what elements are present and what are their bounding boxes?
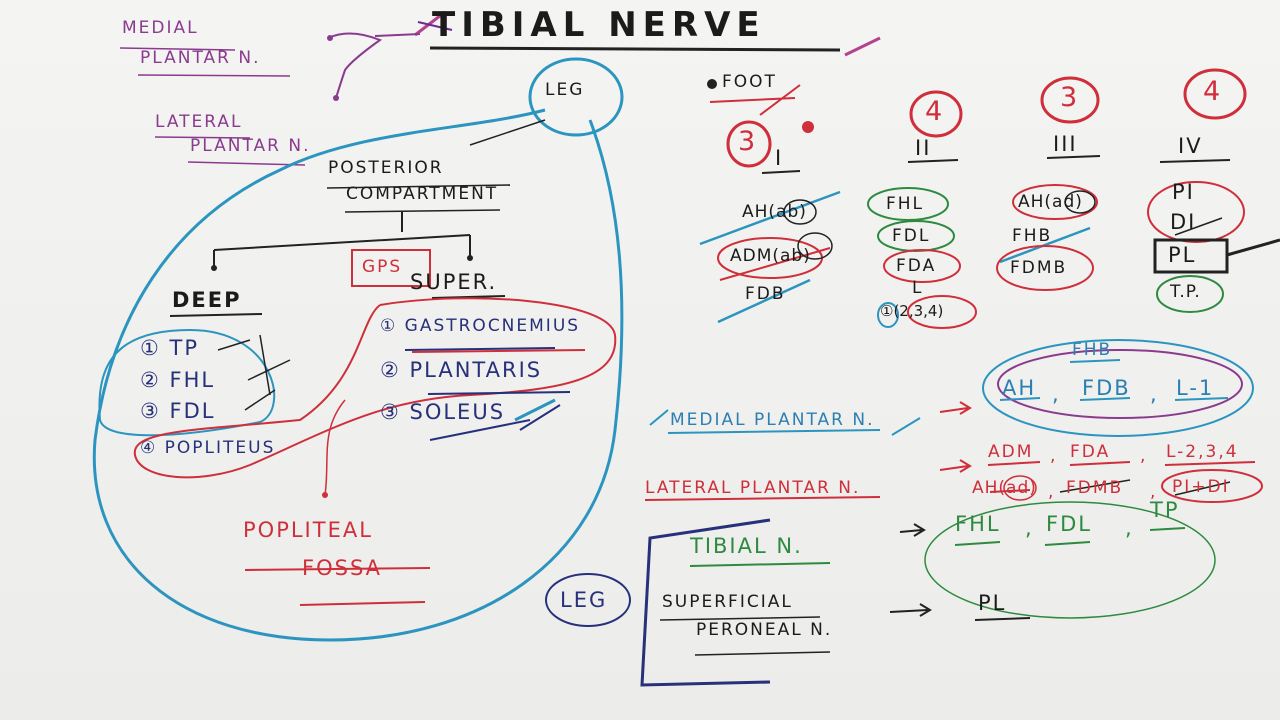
tibial-row-label: TIBIAL N. <box>690 534 803 558</box>
layer-item: DI <box>1170 210 1197 234</box>
lateral-value: PI+DI <box>1172 477 1230 497</box>
lateral-value: L-2,3,4 <box>1166 442 1239 462</box>
layer-item: T.P. <box>1170 282 1201 302</box>
super-item: ② PLANTARIS <box>380 358 543 382</box>
medial-value: FDB <box>1082 376 1131 400</box>
layer-item: ADM(ab) <box>730 246 811 266</box>
lateral-value: FDMB <box>1066 478 1124 498</box>
gps-label: GPS <box>362 257 403 277</box>
layer-item: AH(ad) <box>1018 192 1083 212</box>
leg-bottom-label: LEG <box>560 588 608 612</box>
separator: , <box>1025 516 1034 540</box>
medial-plantar-label: PLANTAR N. <box>140 48 261 68</box>
peroneal-label: PERONEAL N. <box>696 620 833 640</box>
layer-item: FDB <box>745 284 786 304</box>
deep-label: DEEP <box>172 288 242 312</box>
lateral-plantar-label: PLANTAR N. <box>190 136 311 156</box>
superficial-value: PL <box>978 591 1007 615</box>
tibial-value: TP <box>1150 498 1180 522</box>
layer-count: 4 <box>1203 76 1221 107</box>
page-title: TIBIAL NERVE <box>432 5 766 45</box>
lateral-value: FDA <box>1070 442 1111 462</box>
separator: , <box>1150 382 1159 406</box>
separator: , <box>1140 446 1148 466</box>
medial-value: AH <box>1002 376 1037 400</box>
separator: , <box>1150 482 1158 502</box>
separator: , <box>1050 446 1058 466</box>
layer-item: FDMB <box>1010 258 1068 278</box>
medial-value: L-1 <box>1176 376 1215 400</box>
leg-top-label: LEG <box>545 80 585 100</box>
layer-item: FDA <box>896 256 937 276</box>
separator: , <box>1052 382 1061 406</box>
layer-item: AH(ab) <box>742 202 807 222</box>
fhb-label: FHB <box>1072 340 1113 360</box>
layer-item: ①(2,3,4) <box>880 302 944 320</box>
popliteal-label: POPLITEAL <box>243 518 373 542</box>
posterior-label: POSTERIOR <box>328 158 444 178</box>
superficial-label: SUPERFICIAL <box>662 592 793 612</box>
layer-item: L <box>912 278 924 298</box>
super-item: ③ SOLEUS <box>380 400 506 424</box>
layer-roman: I <box>775 146 784 170</box>
blue-loop <box>92 108 624 642</box>
layer-roman: IV <box>1178 134 1203 158</box>
deep-item: ① TP <box>140 336 199 360</box>
layer-item: PI <box>1172 180 1195 204</box>
deep-item: ④ POPLITEUS <box>140 438 276 458</box>
layer-count: 3 <box>1060 82 1078 113</box>
super-label: SUPER. <box>410 270 498 294</box>
lateral-value: AH(ad) <box>972 478 1037 498</box>
layer-item: FHL <box>886 194 925 214</box>
compartment-label: COMPARTMENT <box>346 184 499 204</box>
deep-item: ③ FDL <box>140 399 216 423</box>
lateral-plantar-row-label: LATERAL PLANTAR N. <box>645 478 861 498</box>
lateral-value: ADM <box>988 442 1034 462</box>
medial-label: MEDIAL <box>122 18 199 38</box>
fossa-label: FOSSA <box>302 556 383 580</box>
layer-roman: III <box>1053 132 1078 156</box>
layer-count: 3 <box>738 126 756 157</box>
layer-item: PL <box>1168 243 1197 267</box>
layer-roman: II <box>915 136 932 160</box>
tibial-value: FDL <box>1046 512 1092 536</box>
lateral-label: LATERAL <box>155 112 243 132</box>
layer-item: FHB <box>1012 226 1053 246</box>
deep-item: ② FHL <box>140 368 216 392</box>
layer-item: FDL <box>892 226 931 246</box>
super-item: ① GASTROCNEMIUS <box>380 316 581 336</box>
tibial-value: FHL <box>955 512 1001 536</box>
separator: , <box>1125 516 1134 540</box>
separator: , <box>1048 482 1056 502</box>
medial-plantar-row-label: MEDIAL PLANTAR N. <box>670 410 875 430</box>
layer-count: 4 <box>925 96 943 127</box>
foot-label: FOOT <box>722 72 777 92</box>
